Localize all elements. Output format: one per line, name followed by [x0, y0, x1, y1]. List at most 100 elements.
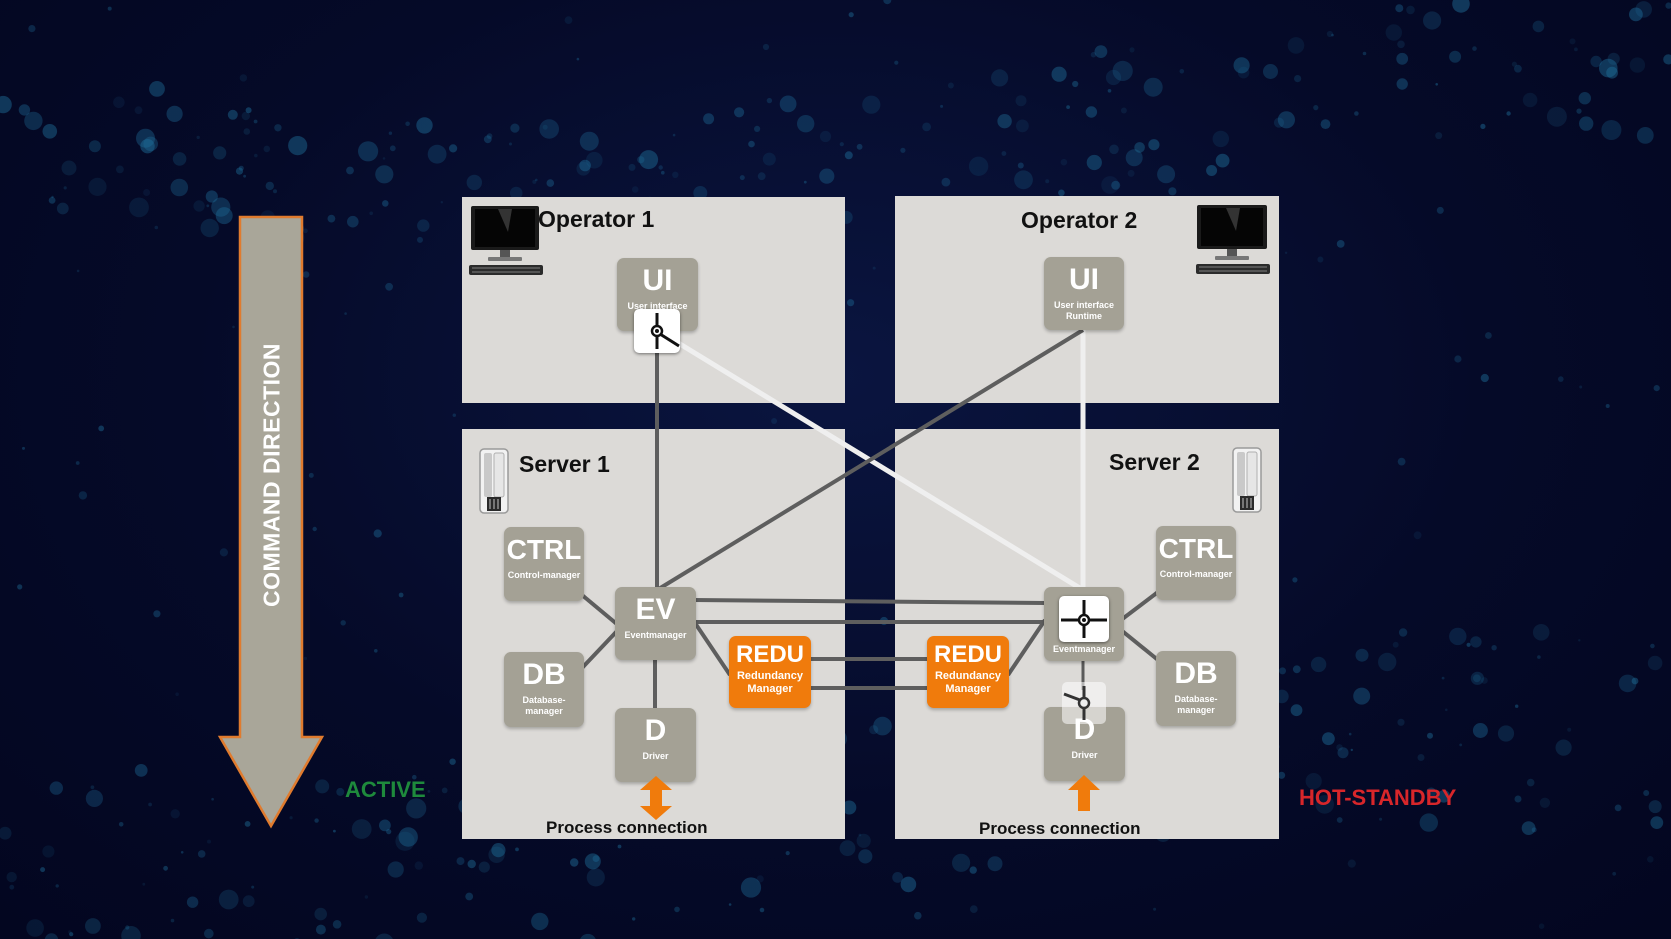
operator2-ui-module: UI User interface Runtime — [1044, 257, 1124, 330]
background-particle — [1569, 38, 1576, 45]
background-particle — [125, 925, 130, 930]
background-particle — [1397, 40, 1405, 49]
background-particle — [170, 178, 189, 197]
background-particle — [637, 156, 645, 164]
background-particle — [427, 790, 431, 793]
background-particle — [1392, 641, 1399, 648]
background-particle — [1480, 123, 1486, 129]
background-particle — [1398, 628, 1408, 637]
background-particle — [672, 171, 679, 178]
background-particle — [1385, 24, 1403, 41]
background-particle — [154, 225, 159, 230]
server-tower-icon — [479, 448, 509, 514]
background-particle — [1607, 52, 1620, 65]
background-particle — [254, 153, 258, 158]
background-particle — [1558, 376, 1564, 382]
background-particle — [1435, 83, 1438, 86]
background-particle — [140, 139, 155, 154]
background-particle — [1635, 1, 1652, 18]
background-particle — [892, 872, 903, 883]
background-particle — [1629, 57, 1646, 73]
background-particle — [48, 197, 56, 204]
background-particle — [1491, 645, 1497, 651]
background-particle — [1066, 105, 1070, 109]
background-particle — [1090, 51, 1097, 58]
switch-icon — [634, 309, 680, 353]
background-particle — [42, 124, 58, 139]
background-particle — [24, 111, 43, 131]
background-particle — [586, 151, 603, 169]
background-particle — [734, 107, 745, 118]
background-particle — [88, 177, 107, 196]
background-particle — [449, 758, 456, 765]
background-particle — [406, 798, 427, 819]
background-particle — [1305, 773, 1322, 790]
background-particle — [1514, 795, 1522, 803]
background-particle — [265, 181, 274, 191]
background-particle — [628, 163, 636, 171]
background-particle — [1336, 817, 1343, 823]
background-particle — [1157, 165, 1176, 184]
background-particle — [1459, 743, 1463, 747]
background-particle — [579, 159, 591, 172]
background-particle — [728, 903, 732, 906]
background-particle — [232, 325, 235, 329]
background-particle — [303, 656, 308, 661]
background-particle — [1051, 66, 1067, 82]
background-particle — [1101, 176, 1119, 194]
background-particle — [757, 172, 766, 181]
background-particle — [1511, 61, 1517, 67]
background-particle — [1578, 92, 1592, 105]
background-particle — [207, 839, 211, 844]
background-particle — [56, 202, 69, 215]
background-particle — [113, 96, 125, 109]
background-particle — [456, 857, 465, 866]
module-abbr: REDU — [735, 641, 804, 668]
background-particle — [1406, 5, 1415, 15]
desktop-computer-icon — [469, 206, 543, 275]
background-particle — [762, 152, 776, 166]
background-particle — [997, 114, 1012, 129]
module-subtitle: Control-manager — [1159, 569, 1233, 579]
background-particle — [1287, 37, 1305, 54]
background-particle — [766, 97, 773, 104]
background-particle — [253, 119, 258, 124]
background-particle — [449, 144, 458, 153]
background-particle — [819, 130, 832, 143]
background-particle — [466, 174, 482, 191]
background-particle — [1379, 817, 1383, 821]
background-particle — [17, 584, 23, 590]
background-particle — [239, 74, 248, 82]
background-particle — [1466, 642, 1471, 647]
module-subtitle: User interface Runtime — [1053, 300, 1115, 321]
background-particle — [947, 82, 954, 89]
server2-redu-module: REDU Redundancy Manager — [927, 636, 1009, 708]
background-particle — [748, 140, 755, 148]
background-particle — [172, 152, 187, 166]
background-particle — [1014, 170, 1033, 190]
module-subtitle: Redundancy Manager — [736, 670, 803, 695]
background-particle — [564, 16, 573, 24]
background-particle — [941, 177, 951, 187]
background-particle — [273, 189, 277, 194]
background-particle — [68, 930, 72, 934]
module-subtitle: User interface — [627, 301, 688, 311]
up-arrow-icon — [1068, 775, 1100, 811]
background-particle — [1454, 355, 1462, 363]
server1-db-module: DB Database-manager — [504, 652, 584, 727]
active-state-label: ACTIVE — [345, 777, 426, 802]
background-particle — [175, 692, 179, 696]
background-particle — [315, 779, 330, 794]
switch-icon — [1062, 682, 1106, 724]
background-particle — [1647, 655, 1663, 671]
background-particle — [1397, 457, 1406, 466]
background-particle — [1001, 151, 1007, 156]
module-abbr: CTRL — [506, 534, 582, 565]
background-particle — [914, 911, 922, 920]
background-particle — [136, 128, 155, 148]
background-particle — [1599, 58, 1618, 78]
background-particle — [1629, 7, 1643, 22]
background-particle — [1449, 627, 1467, 646]
background-particle — [1045, 179, 1050, 184]
background-particle — [382, 157, 386, 160]
